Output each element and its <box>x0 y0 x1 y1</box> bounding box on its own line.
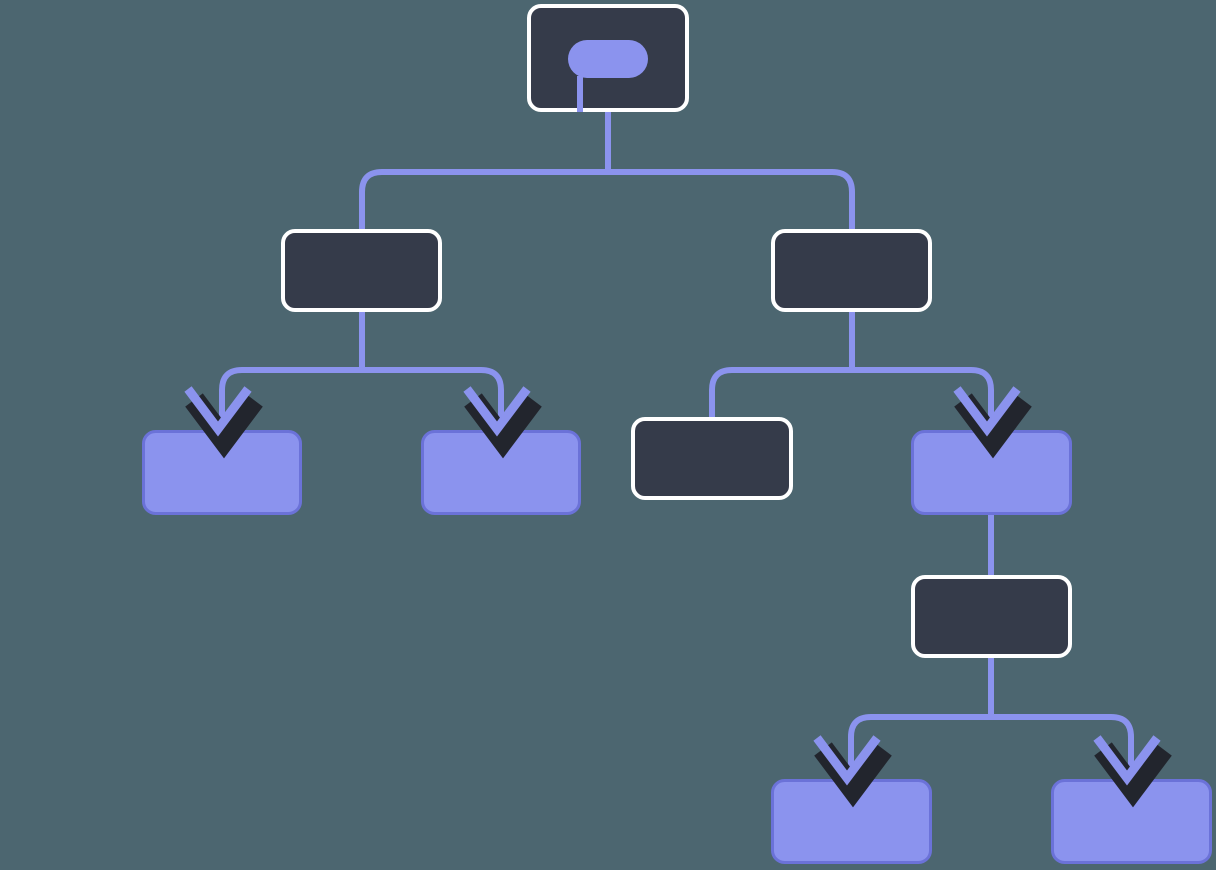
leaf-node-c-dark-shape[interactable] <box>631 417 793 500</box>
arrowhead-leaf-g-accent <box>1093 735 1161 786</box>
arrowhead-leaf-f <box>813 735 892 808</box>
connector-layer <box>219 112 1134 779</box>
leaf-node-c-dark[interactable] <box>631 417 793 500</box>
branch-node-right-shape[interactable] <box>771 229 932 312</box>
arrowhead-leaf-a-accent <box>184 386 252 437</box>
edge-branch-left-to-leaves-right <box>362 367 504 430</box>
edge-branch-e-to-leaves-right <box>991 714 1134 779</box>
arrowhead-leaf-d-accent <box>953 386 1021 437</box>
arrowhead-leaf-f-accent <box>813 735 881 786</box>
arrowhead-leaf-d <box>953 386 1032 459</box>
arrowhead-leaf-g <box>1093 735 1172 808</box>
edge-branch-right-to-leaves-right <box>852 367 994 430</box>
edge-branch-right-to-leaves-left <box>709 367 852 417</box>
node-layer <box>142 4 1212 864</box>
arrowhead-leaf-a <box>184 386 263 459</box>
branch-node-right[interactable] <box>771 229 932 312</box>
arrowhead-leaf-b <box>463 386 542 459</box>
arrowhead-layer <box>184 386 1172 808</box>
branch-node-e[interactable] <box>911 575 1072 658</box>
edge-root-to-level2-right <box>608 169 855 229</box>
branch-node-left-shape[interactable] <box>281 229 442 312</box>
root-node[interactable] <box>527 4 689 112</box>
edge-root-to-level2-left <box>359 169 608 229</box>
branch-node-left[interactable] <box>281 229 442 312</box>
root-node-pill-icon <box>568 40 648 78</box>
edge-branch-left-to-leaves-left <box>219 367 362 430</box>
edge-branch-e-to-leaves-left <box>848 714 991 779</box>
branch-node-e-shape[interactable] <box>911 575 1072 658</box>
arrowhead-leaf-b-accent <box>463 386 531 437</box>
